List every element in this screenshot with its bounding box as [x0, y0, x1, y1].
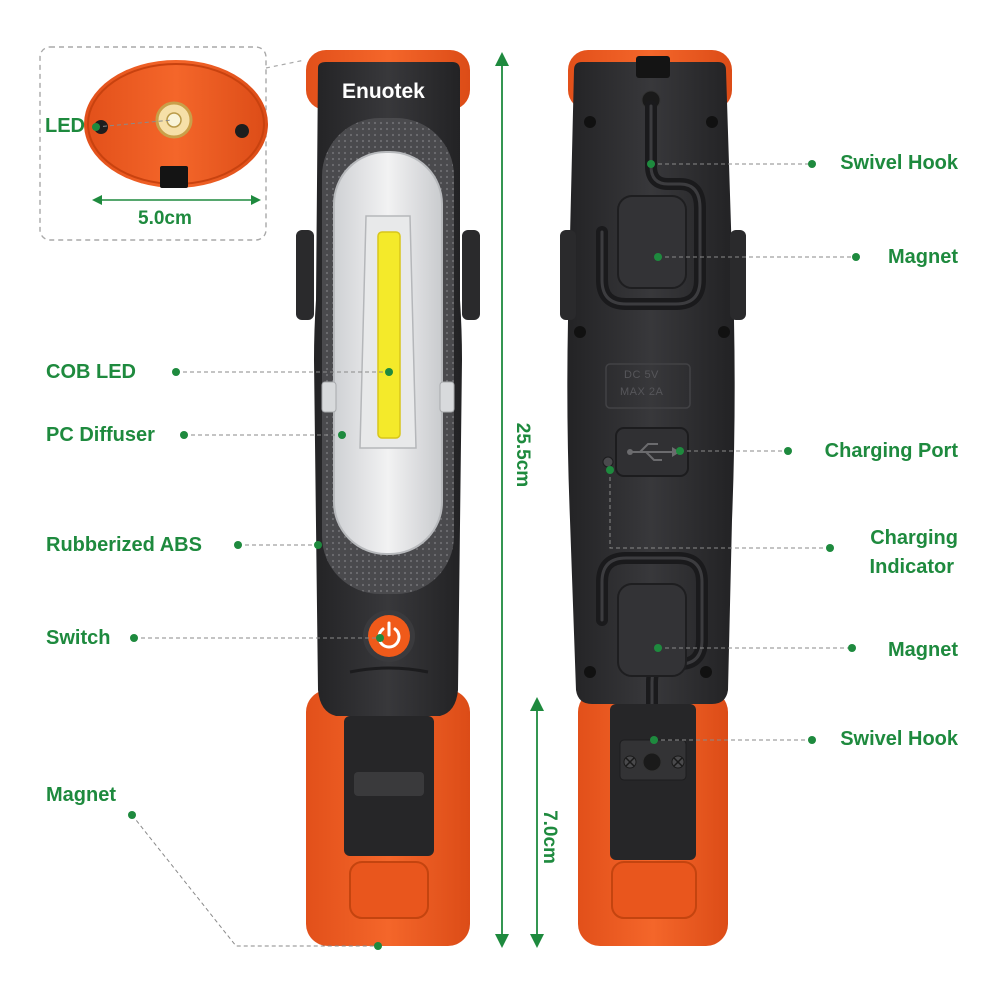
base-dimension: [530, 697, 544, 948]
inset-width-label: 5.0cm: [138, 208, 192, 229]
label-magnet-top: Magnet: [888, 246, 958, 268]
length-dimension: [495, 52, 509, 948]
diffuser-tab-left: [321, 381, 337, 413]
front-base-grip: [354, 772, 424, 796]
front-body-ridge: [349, 666, 429, 674]
back-grip-right: [730, 230, 746, 320]
label-rubberized-abs: Rubberized ABS: [46, 534, 202, 556]
front-view: [296, 50, 480, 946]
back-screw-2: [706, 116, 718, 128]
front-grip-left: [296, 230, 314, 320]
brand-logo: Enuotek: [342, 80, 425, 103]
leader-lines: [95, 119, 856, 947]
back-screw-4: [718, 326, 730, 338]
diffuser-tab-right: [439, 381, 455, 413]
back-base-channel: [610, 704, 696, 860]
charging-indicator-led: [602, 456, 614, 468]
inset-pointer-line: [265, 59, 306, 69]
base-dimension-label: 7.0cm: [539, 810, 560, 864]
usb-icon: [627, 443, 680, 461]
inset-width-arrow-left: [92, 195, 102, 205]
back-screw-3: [574, 326, 586, 338]
rating-line-1: DC 5V: [624, 369, 659, 381]
inset-hook-slot: [160, 166, 188, 188]
label-pc-diffuser: PC Diffuser: [46, 424, 155, 446]
inset-led-label: LED: [45, 115, 85, 137]
inset-width-arrow-right: [251, 195, 261, 205]
length-dimension-label: 25.5cm: [512, 422, 533, 488]
front-base-foot: [349, 861, 429, 919]
label-charging-indicator-line-2: Indicator: [869, 556, 954, 578]
inset-screw-right: [235, 124, 249, 138]
back-view: [560, 50, 746, 946]
back-base-foot: [611, 861, 697, 919]
back-grip-left: [560, 230, 576, 320]
rating-line-2: MAX 2A: [620, 386, 664, 398]
label-charging-port: Charging Port: [824, 440, 958, 462]
inset-callout: [39, 46, 306, 241]
back-body: [567, 62, 735, 704]
top-hook-slot: [636, 56, 670, 78]
magnet-bottom: [617, 583, 687, 677]
cob-led-strip: [377, 231, 401, 439]
label-swivel-hook-bottom: Swivel Hook: [840, 728, 958, 750]
rating-emboss-frame: [605, 363, 691, 409]
back-screw-1: [584, 116, 596, 128]
label-magnet-bottom: Magnet: [888, 639, 958, 661]
back-screw-6: [700, 666, 712, 678]
screw-icon: [623, 755, 685, 769]
swivel-hook-top-highlight: [600, 104, 702, 306]
label-swivel-hook-top: Swivel Hook: [840, 152, 958, 174]
bottom-hook-pivot: [642, 752, 662, 772]
label-switch: Switch: [46, 627, 111, 649]
label-charging-indicator-line-1: Charging: [870, 527, 958, 549]
label-magnet-front: Magnet: [46, 784, 116, 806]
leader-dots: [92, 123, 860, 950]
front-grip-right: [462, 230, 480, 320]
magnet-top: [617, 195, 687, 289]
back-screw-5: [584, 666, 596, 678]
label-cob-led: COB LED: [46, 361, 136, 383]
